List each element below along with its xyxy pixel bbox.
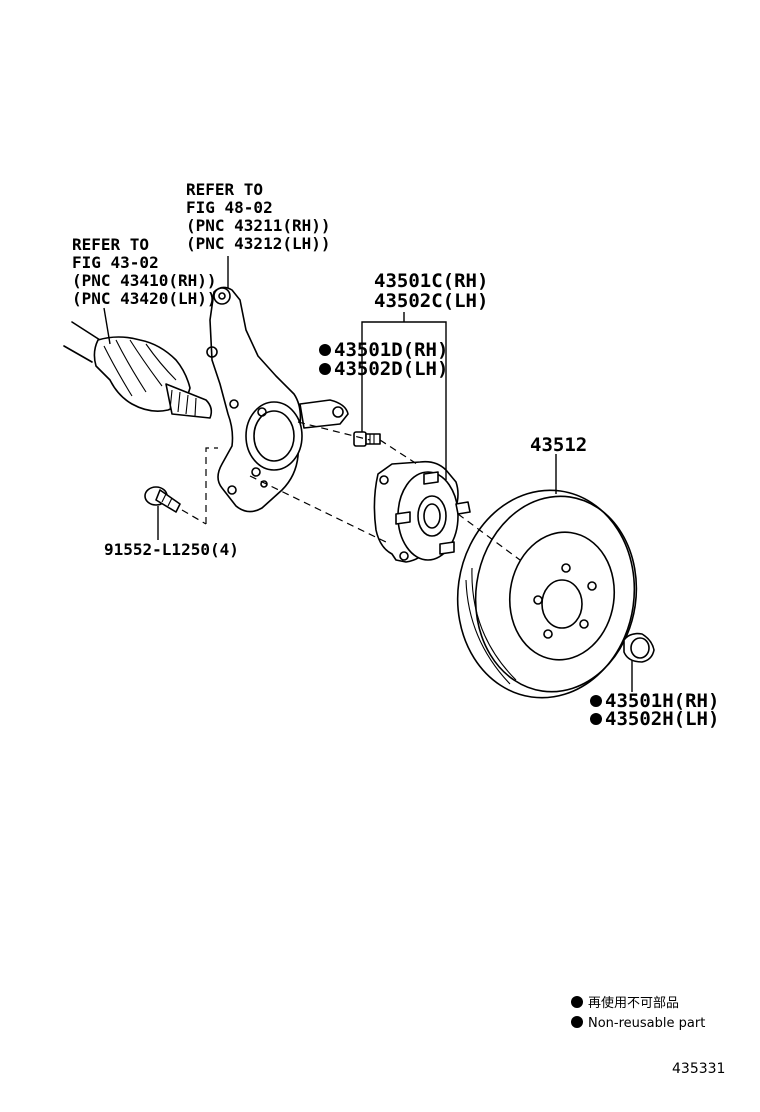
hub-assembly-rh: 43501C(RH) bbox=[374, 270, 488, 292]
disc-part-number: 43512 bbox=[530, 434, 587, 456]
knuckle-reference-label: REFER TO FIG 48-02 (PNC 43211(RH)) (PNC … bbox=[186, 180, 331, 253]
hub-assembly-label: 43501C(RH) 43502C(LH) bbox=[374, 270, 488, 312]
hub-nut-rh: 43501H(RH) bbox=[605, 690, 719, 712]
steering-knuckle-illustration bbox=[206, 286, 349, 513]
driveshaft-ref-line-4: (PNC 43420(LH)) bbox=[72, 289, 217, 308]
non-reusable-marker-icon bbox=[319, 363, 331, 375]
hub-bolt-lh: 43502D(LH) bbox=[334, 358, 448, 380]
legend-marker-icon bbox=[571, 1016, 583, 1028]
knuckle-ref-line-2: FIG 48-02 bbox=[186, 198, 273, 217]
hub-nut-lh: 43502H(LH) bbox=[605, 708, 719, 730]
legend: 再使用不可部品 Non-reusable part bbox=[571, 995, 705, 1031]
hub-bolt-rh: 43501D(RH) bbox=[334, 339, 448, 361]
knuckle-bolt-illustration bbox=[144, 486, 181, 513]
legend-text-jp: 再使用不可部品 bbox=[588, 995, 679, 1011]
driveshaft-ref-line-2: FIG 43-02 bbox=[72, 253, 159, 272]
driveshaft-ref-line-1: REFER TO bbox=[72, 235, 149, 254]
non-reusable-marker-icon bbox=[590, 713, 602, 725]
leader-lines bbox=[103, 256, 633, 692]
driveshaft-ref-line-3: (PNC 43410(RH)) bbox=[72, 271, 217, 290]
hub-bolt-label: 43501D(RH) 43502D(LH) bbox=[319, 339, 448, 380]
hub-bolt-illustration bbox=[353, 431, 381, 447]
hub-assembly-illustration bbox=[373, 460, 471, 563]
figure-id: 435331 bbox=[672, 1061, 725, 1077]
brake-disc-illustration bbox=[456, 489, 638, 699]
legend-marker-icon bbox=[571, 996, 583, 1008]
knuckle-ref-line-3: (PNC 43211(RH)) bbox=[186, 216, 331, 235]
non-reusable-marker-icon bbox=[319, 344, 331, 356]
assembly-dashed-lines bbox=[181, 421, 521, 561]
non-reusable-marker-icon bbox=[590, 695, 602, 707]
hub-nut-illustration bbox=[623, 632, 655, 663]
knuckle-ref-line-4: (PNC 43212(LH)) bbox=[186, 234, 331, 253]
driveshaft-reference-label: REFER TO FIG 43-02 (PNC 43410(RH)) (PNC … bbox=[72, 235, 217, 308]
knuckle-bolt-part-number: 91552-L1250(4) bbox=[104, 540, 239, 559]
legend-text-en: Non-reusable part bbox=[588, 1016, 705, 1031]
knuckle-ref-line-1: REFER TO bbox=[186, 180, 263, 199]
hub-assembly-lh: 43502C(LH) bbox=[374, 290, 488, 312]
drive-shaft-illustration bbox=[63, 321, 213, 419]
hub-nut-label: 43501H(RH) 43502H(LH) bbox=[590, 690, 719, 730]
